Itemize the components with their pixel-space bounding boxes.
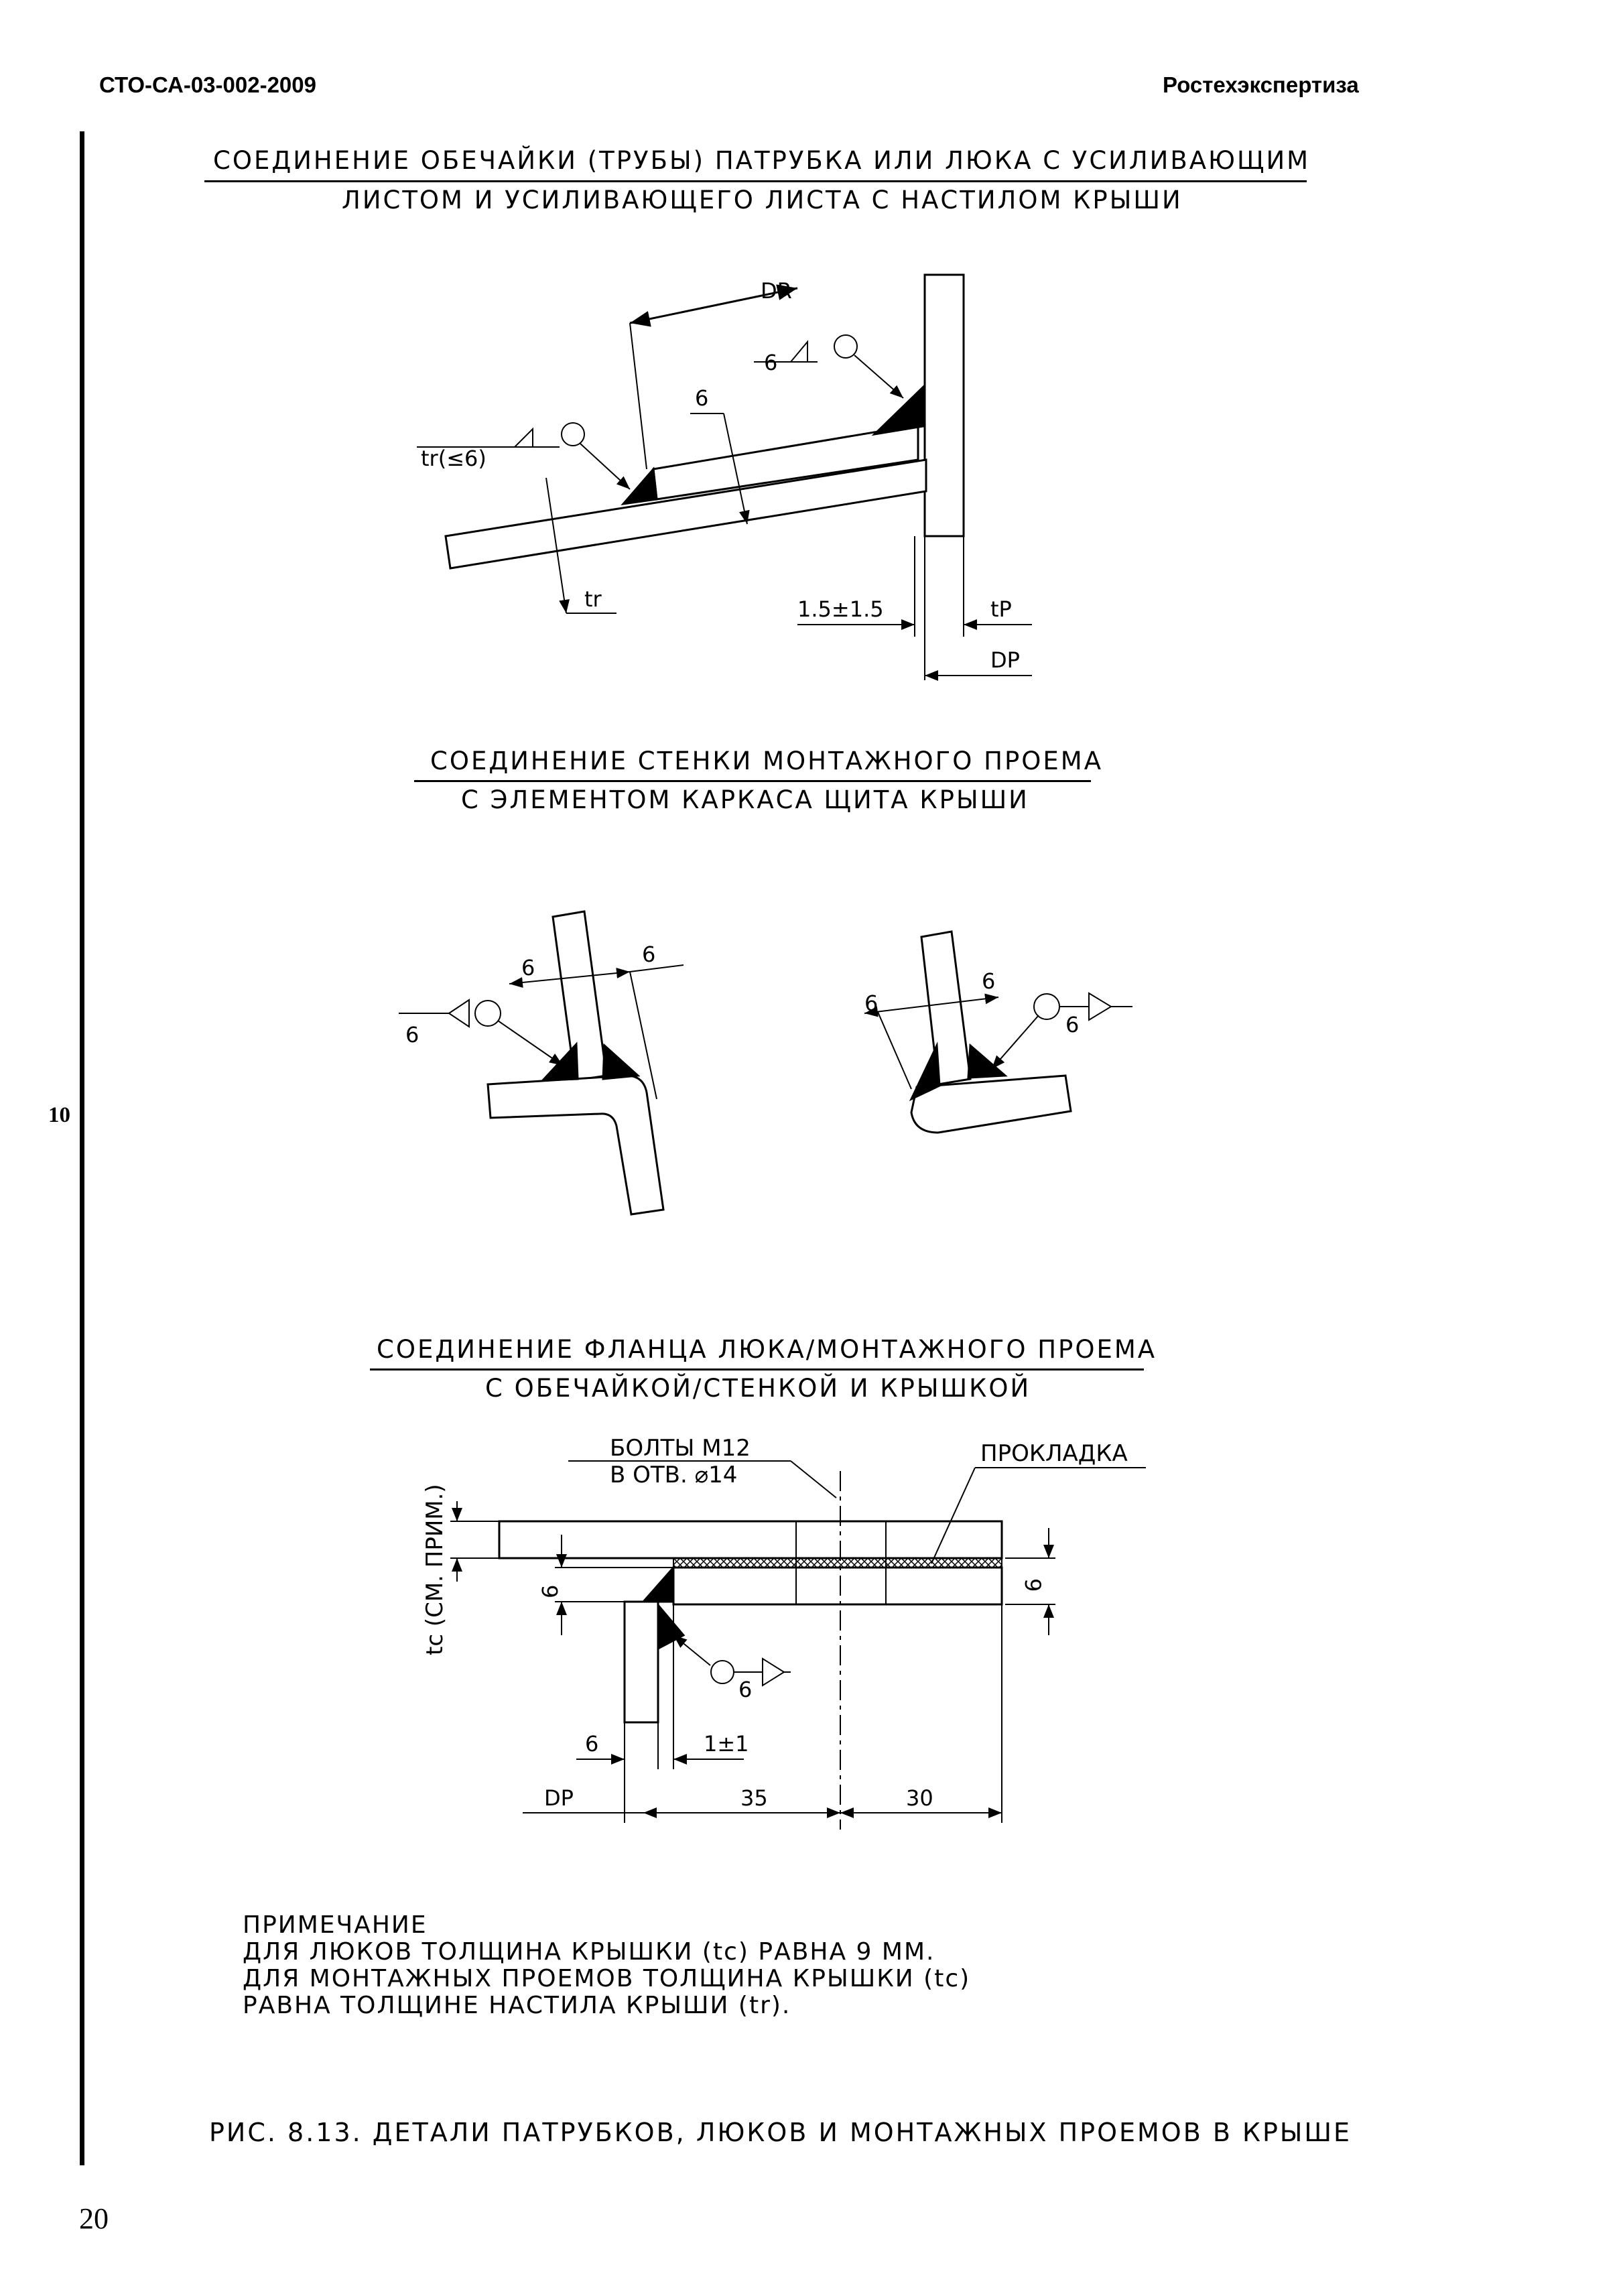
weld-left xyxy=(621,466,658,506)
label-gap: 1.5±1.5 xyxy=(797,596,884,622)
label-dim6: 6 xyxy=(695,385,708,411)
dim-6-line xyxy=(723,413,750,525)
note-heading: ПРИМЕЧАНИЕ xyxy=(243,1911,428,1939)
d3-dim9-vert: 9 xyxy=(1020,1578,1045,1592)
d3-dim6-bottom: 6 xyxy=(585,1731,598,1757)
margin-bar xyxy=(80,131,84,2165)
detail2-right-drawing xyxy=(864,930,1132,1134)
label-dp: DP xyxy=(990,647,1020,673)
label-dr: DR xyxy=(761,278,792,304)
nozzle-shell xyxy=(923,273,965,537)
frame-element-left xyxy=(486,1074,665,1216)
side-number: 10 xyxy=(48,1103,70,1127)
d3-tc-label: tc (СМ. ПРИМ.) xyxy=(421,1484,448,1655)
weld-top xyxy=(871,384,925,436)
publisher-name: Ростехэкспертиза xyxy=(1163,72,1359,97)
gasket xyxy=(673,1557,1002,1568)
d3-dim30: 30 xyxy=(906,1785,933,1811)
figure-caption: РИС. 8.13. ДЕТАЛИ ПАТРУБКОВ, ЛЮКОВ И МОН… xyxy=(209,2118,1352,2147)
d3-dim-gap: 1±1 xyxy=(704,1731,749,1757)
detail1-title-line1: СОЕДИНЕНИЕ ОБЕЧАЙКИ (ТРУБЫ) ПАТРУБКА ИЛИ… xyxy=(213,146,1311,175)
detail2-left-drawing xyxy=(399,910,684,1216)
detail2-title-rule xyxy=(414,780,1091,782)
shell-wall xyxy=(623,1600,659,1724)
frame-element-right xyxy=(910,1074,1072,1134)
detail3-title-line2: С ОБЕЧАЙКОЙ/СТЕНКОЙ И КРЫШКОЙ xyxy=(485,1374,1031,1403)
dim-dr-line xyxy=(629,284,798,327)
d3-weld-label: 6 xyxy=(738,1677,752,1702)
detail1-title-line2: ЛИСТОМ И УСИЛИВАЮЩЕГО ЛИСТА С НАСТИЛОМ К… xyxy=(342,186,1183,214)
opening-wall-left xyxy=(551,910,608,1082)
detail3-title-line1: СОЕДИНЕНИЕ ФЛАНЦА ЛЮКА/МОНТАЖНОГО ПРОЕМА xyxy=(377,1335,1157,1364)
cover-plate xyxy=(498,1520,1003,1559)
d2-left-weld: 6 xyxy=(405,1022,419,1047)
note-line2: ДЛЯ МОНТАЖНЫХ ПРОЕМОВ ТОЛЩИНА КРЫШКИ (tc… xyxy=(243,1965,971,1992)
detail2-title-line1: СОЕДИНЕНИЕ СТЕНКИ МОНТАЖНОГО ПРОЕМА xyxy=(430,747,1104,775)
detail2-title-line2: С ЭЛЕМЕНТОМ КАРКАСА ЩИТА КРЫШИ xyxy=(461,785,1029,814)
d2-left-dim-b: 6 xyxy=(642,942,655,967)
d2-right-dim-a: 6 xyxy=(864,991,878,1016)
d3-bolts-line1: БОЛТЫ М12 xyxy=(610,1435,751,1462)
label-tr: tr xyxy=(584,586,602,612)
note-line3: РАВНА ТОЛЩИНЕ НАСТИЛА КРЫШИ (tr). xyxy=(243,1992,791,2019)
d2-left-dim-a: 6 xyxy=(521,955,535,980)
note-line1: ДЛЯ ЛЮКОВ ТОЛЩИНА КРЫШКИ (tc) РАВНА 9 ММ… xyxy=(243,1938,935,1966)
label-tr-weld: tr(≤6) xyxy=(421,446,486,471)
detail3-title-rule xyxy=(370,1368,1144,1370)
weld-circle-left xyxy=(561,422,585,446)
d3-label-dp: DP xyxy=(544,1785,574,1811)
d3-dim6-vert: 6 xyxy=(537,1585,563,1598)
label-weld-upper: 6 xyxy=(764,350,777,375)
d3-bolts-line2: В ОТВ. ⌀14 xyxy=(610,1462,737,1488)
detail1-title-rule xyxy=(204,180,1307,182)
page-number: 20 xyxy=(79,2202,109,2235)
d3-dim35: 35 xyxy=(740,1785,768,1811)
detail3-drawing xyxy=(450,1460,1146,1830)
document-code: СТО-СА-03-002-2009 xyxy=(99,72,316,97)
flange xyxy=(672,1566,1003,1606)
d2-right-weld: 6 xyxy=(1065,1012,1079,1037)
d3-gasket-label: ПРОКЛАДКА xyxy=(980,1440,1128,1467)
d2-right-dim-b: 6 xyxy=(982,968,995,994)
weld-circle-upper xyxy=(834,334,858,359)
detail1-drawing xyxy=(417,273,1032,681)
roof-plate xyxy=(444,458,927,570)
label-tp: tP xyxy=(990,596,1012,622)
